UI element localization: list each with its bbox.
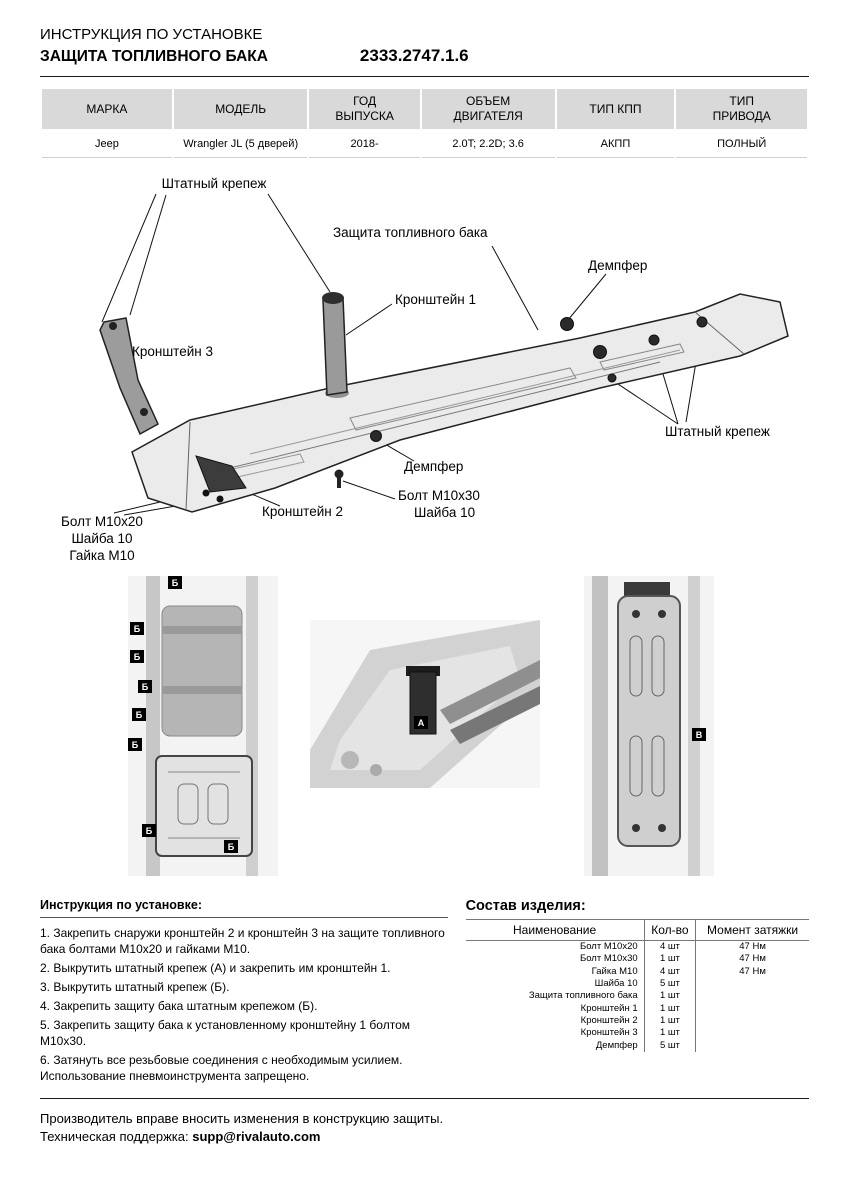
- vehicle-brand: Jeep: [42, 131, 172, 158]
- vehicle-data-row: Jeep Wrangler JL (5 дверей) 2018- 2.0T; …: [42, 131, 807, 158]
- bracket-1-shape: [322, 292, 349, 398]
- marker-b: Б: [142, 824, 156, 837]
- label-bracket-1: Кронштейн 1: [395, 292, 476, 307]
- doc-title: ЗАЩИТА ТОПЛИВНОГО БАКА: [40, 48, 268, 65]
- col-header-year: ГОД ВЫПУСКА: [309, 89, 420, 129]
- label-standard-fastener-right: Штатный крепеж: [665, 424, 770, 439]
- vehicle-gearbox: АКПП: [556, 131, 675, 158]
- header-divider: [40, 76, 809, 77]
- vehicle-model: Wrangler JL (5 дверей): [173, 131, 308, 158]
- marker-b: Б: [130, 650, 144, 663]
- support-label: Техническая поддержка:: [40, 1128, 189, 1144]
- instruction-step: 3. Выкрутить штатный крепеж (Б).: [40, 979, 230, 994]
- col-header-model: МОДЕЛЬ: [173, 89, 308, 129]
- marker-a: А: [414, 716, 428, 729]
- vehicle-table: МАРКА МОДЕЛЬ ГОД ВЫПУСКА ОБЪЕМ ДВИГАТЕЛЯ…: [40, 87, 809, 160]
- label-washer-10-left: Шайба 10: [71, 531, 133, 546]
- vehicle-engine: 2.0T; 2.2D; 3.6: [421, 131, 555, 158]
- doc-subtitle: ИНСТРУКЦИЯ ПО УСТАНОВКЕ: [40, 26, 263, 43]
- support-email-link[interactable]: supp@rivalauto.com: [192, 1128, 321, 1144]
- marker-b: Б: [224, 840, 238, 853]
- support-line: Техническая поддержка: supp@rivalauto.co…: [40, 1129, 809, 1144]
- instruction-step: 2. Выкрутить штатный крепеж (А) и закреп…: [40, 960, 391, 975]
- vehicle-drive: ПОЛНЫЙ: [676, 131, 807, 158]
- instruction-step: 4. Закрепить защиту бака штатным крепежо…: [40, 998, 318, 1013]
- photo-bracket-mount: А: [310, 620, 540, 788]
- parts-title: Состав изделия:: [465, 898, 586, 914]
- marker-b: Б: [132, 708, 146, 721]
- label-standard-fastener-top: Штатный крепеж: [161, 176, 267, 191]
- parts-list: Состав изделия: Наименование Кол-во Моме…: [448, 898, 809, 1088]
- label-damper-top: Демпфер: [588, 258, 648, 273]
- marker-v: В: [692, 728, 706, 741]
- label-bolt-m10x20: Болт М10х20: [61, 514, 143, 529]
- parts-header-row: Наименование Кол-во Момент затяжки: [465, 919, 809, 941]
- vehicle-header-row: МАРКА МОДЕЛЬ ГОД ВЫПУСКА ОБЪЕМ ДВИГАТЕЛЯ…: [42, 89, 807, 129]
- label-fuel-tank-guard: Защита топливного бака: [333, 225, 488, 240]
- footer-divider: [40, 1097, 809, 1099]
- skid-plate-drawing: [99, 193, 789, 516]
- marker-b: Б: [130, 622, 144, 635]
- parts-col-qty: Кол-во: [643, 919, 696, 941]
- doc-footer: Производитель вправе вносить изменения в…: [40, 1111, 809, 1144]
- vehicle-year: 2018-: [309, 131, 420, 158]
- doc-header: ИНСТРУКЦИЯ ПО УСТАНОВКЕ ЗАЩИТА ТОПЛИВНОГ…: [40, 26, 809, 66]
- col-header-engine: ОБЪЕМ ДВИГАТЕЛЯ: [421, 89, 555, 129]
- bracket-2-shape: [195, 455, 247, 503]
- instructions-divider: [40, 917, 448, 918]
- col-header-gearbox: ТИП КПП: [556, 89, 675, 129]
- parts-col-torque: Момент затяжки: [695, 919, 809, 941]
- instruction-step: 6. Затянуть все резьбовые соединения с н…: [40, 1052, 403, 1083]
- instruction-step: 5. Закрепить защиту бака к установленном…: [40, 1017, 410, 1048]
- installation-photos: Б Б Б Б Б Б Б Б А: [40, 576, 809, 888]
- col-header-brand: МАРКА: [42, 89, 172, 129]
- col-header-drive: ТИП ПРИВОДА: [676, 89, 807, 129]
- photo-guard-installed-image: [584, 576, 714, 876]
- parts-col-name: Наименование: [465, 919, 645, 941]
- label-bolt-m10x30: Болт М10х30: [398, 488, 480, 503]
- part-number: 2333.2747.1.6: [359, 46, 469, 65]
- label-washer-10-right: Шайба 10: [414, 505, 476, 520]
- label-bracket-3: Кронштейн 3: [132, 344, 213, 359]
- label-nut-m10: Гайка М10: [69, 548, 135, 563]
- marker-b: Б: [128, 738, 142, 751]
- instruction-step: 1. Закрепить снаружи кронштейн 2 и кронш…: [40, 926, 445, 956]
- label-damper-bottom: Демпфер: [404, 459, 464, 474]
- photo-guard-installed: В: [584, 576, 714, 876]
- parts-table: Наименование Кол-во Момент затяжки Болт …: [465, 919, 809, 1053]
- assembly-diagram: Штатный крепеж Защита топливного бака Де…: [40, 172, 809, 568]
- bracket-3-shape: [99, 317, 159, 436]
- label-bracket-2: Кронштейн 2: [262, 504, 343, 519]
- manufacturer-note: Производитель вправе вносить изменения в…: [40, 1110, 444, 1126]
- damper-shapes: [370, 316, 708, 442]
- guard-plate-shape: [131, 293, 789, 513]
- installation-instructions: Инструкция по установке: 1. Закрепить сн…: [40, 898, 448, 1088]
- marker-b: Б: [138, 680, 152, 693]
- marker-b: Б: [168, 576, 182, 589]
- photo-underbody-side: Б Б Б Б Б Б Б Б: [128, 576, 278, 876]
- bottom-section: Инструкция по установке: 1. Закрепить сн…: [40, 898, 809, 1088]
- photo-bracket-mount-image: [310, 620, 540, 788]
- instructions-title: Инструкция по установке:: [40, 898, 202, 912]
- bolt-m10x30-shape: [334, 469, 344, 488]
